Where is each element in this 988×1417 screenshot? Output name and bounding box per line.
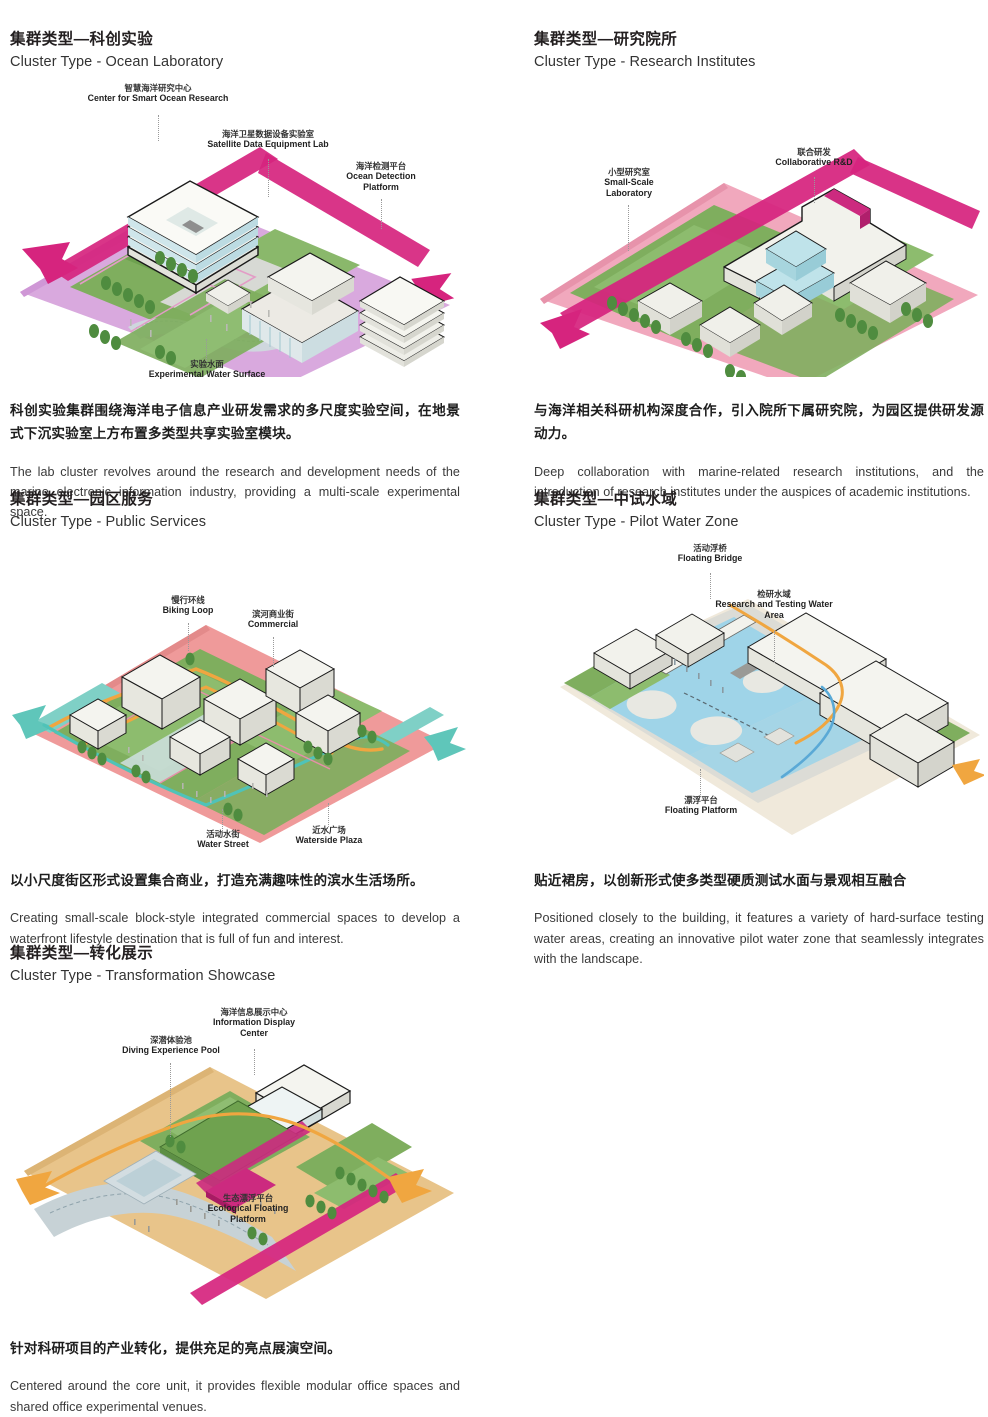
annotation-small-scale-laboratory: 小型研究室 Small-Scale Laboratory: [604, 166, 654, 198]
panel-description-cn: 针对科研项目的产业转化，提供充足的亮点展演空间。: [10, 1340, 342, 1356]
panel-title-en: Cluster Type - Transformation Showcase: [10, 967, 276, 984]
panel-title-cn: 集群类型—转化展示: [10, 945, 154, 962]
panel-title-cn: 集群类型—科创实验: [10, 31, 154, 48]
leader-line: [381, 198, 382, 229]
leader-line: [170, 1062, 171, 1137]
panel-public-services: 集群类型—园区服务 Cluster Type - Public Services: [10, 490, 480, 949]
panel-title-en: Cluster Type - Research Institutes: [534, 53, 756, 70]
leader-line: [188, 622, 189, 651]
diagram-svg-ocean-laboratory: [20, 146, 455, 377]
annotation-floating-platform: 漂浮平台 Floating Platform: [664, 794, 738, 816]
annotation-ocean-detection-platform: 海洋检测平台 Ocean Detection Platform: [346, 160, 416, 192]
panel-description-cn: 贴近裙房，以创新形式使多类型硬质测试水面与景观相互融合: [534, 872, 907, 888]
leader-line: [628, 204, 629, 251]
panel-description-en: The lab cluster revolves around the rese…: [10, 464, 460, 520]
panel-ocean-laboratory: 集群类型—科创实验 Cluster Type - Ocean Laborator…: [10, 30, 480, 523]
leader-line: [268, 158, 269, 197]
panel-description-en: Creating small-scale block-style integra…: [10, 911, 460, 946]
panel-pilot-water-zone: 集群类型—中试水域 Cluster Type - Pilot Water Zon…: [534, 490, 988, 969]
annotation-satellite-data-equipment-lab: 海洋卫星数据设备实验室 Satellite Data Equipment Lab: [207, 128, 329, 150]
leader-line: [273, 636, 274, 667]
annotation-commercial: 滨河商业街 Commercial: [247, 608, 299, 630]
leader-line: [814, 176, 815, 203]
diagram-svg-public-services: [12, 624, 466, 843]
annotation-waterside-plaza: 近水广场 Waterside Plaza: [295, 824, 363, 846]
leader-line: [710, 572, 711, 599]
panel-description-en: Centered around the core unit, it provid…: [10, 1379, 460, 1414]
annotation-research-and-testing-water-area: 检研水域 Research and Testing Water Area: [715, 588, 833, 620]
annotation-diving-experience-pool: 深潜体验池 Diving Experience Pool: [122, 1034, 220, 1056]
annotation-floating-bridge: 活动浮桥 Floating Bridge: [677, 542, 743, 564]
panel-description-en: Deep collaboration with marine-related r…: [534, 464, 984, 500]
diagram-svg-pilot-water-zone: [560, 598, 984, 835]
panel-title-cn: 集群类型—研究院所: [534, 31, 678, 48]
annotation-ecological-floating-platform: 生态漂浮平台 Ecological Floating Platform: [207, 1192, 289, 1224]
panel-title-en: Cluster Type - Public Services: [10, 513, 207, 530]
leader-line: [700, 768, 701, 797]
leader-line: [206, 338, 207, 361]
panel-description-cn: 与海洋相关科研机构深度合作，引入院所下属研究院，为园区提供研发源动力。: [534, 402, 984, 442]
panel-description-cn: 科创实验集群围绕海洋电子信息产业研发需求的多尺度实验空间，在地景式下沉实验室上方…: [10, 402, 460, 442]
annotation-experimental-water-surface: 实验水面 Experimental Water Surface: [148, 358, 266, 380]
leader-line: [222, 808, 223, 831]
panel-description-en: Positioned closely to the building, it f…: [534, 911, 984, 967]
annotation-biking-loop: 慢行环线 Biking Loop: [162, 594, 214, 616]
isometric-diagram-public-services: 慢行环线 Biking Loop 滨河商业街 Commercial 活动水街 W…: [10, 547, 470, 850]
leader-line: [158, 114, 159, 141]
panel-description-cn: 以小尺度街区形式设置集合商业，打造充满趣味性的滨水生活场所。: [10, 872, 424, 888]
annotation-information-display-center: 海洋信息展示中心 Information Display Center: [212, 1006, 296, 1038]
annotation-center-for-smart-ocean-research: 智慧海洋研究中心 Center for Smart Ocean Research: [87, 82, 229, 104]
annotation-collaborative-rd: 联合研发 Collaborative R&D: [775, 146, 853, 168]
isometric-diagram-research-institutes: 小型研究室 Small-Scale Laboratory 联合研发 Collab…: [534, 87, 984, 377]
isometric-diagram-pilot-water-zone: 活动浮桥 Floating Bridge 检研水域 Research and T…: [534, 543, 984, 847]
leader-line: [254, 1048, 255, 1075]
leader-line: [774, 630, 775, 663]
diagram-svg-research-institutes: [540, 148, 980, 377]
annotation-water-street: 活动水街 Water Street: [197, 828, 249, 850]
panel-title-cn: 集群类型—中试水域: [534, 491, 678, 508]
panel-title-cn: 集群类型—园区服务: [10, 491, 154, 508]
diagram-svg-transformation-showcase: [16, 1064, 454, 1305]
leader-line: [328, 802, 329, 827]
isometric-diagram-ocean-laboratory: 智慧海洋研究中心 Center for Smart Ocean Research…: [10, 83, 470, 380]
panel-research-institutes: 集群类型—研究院所 Cluster Type - Research Instit…: [534, 30, 988, 502]
panel-title-en: Cluster Type - Ocean Laboratory: [10, 53, 224, 70]
panel-title-en: Cluster Type - Pilot Water Zone: [534, 513, 739, 530]
panel-transformation-showcase: 集群类型—转化展示 Cluster Type - Transformation …: [10, 944, 480, 1417]
isometric-diagram-transformation-showcase: 深潜体验池 Diving Experience Pool 海洋信息展示中心 In…: [10, 1001, 470, 1311]
